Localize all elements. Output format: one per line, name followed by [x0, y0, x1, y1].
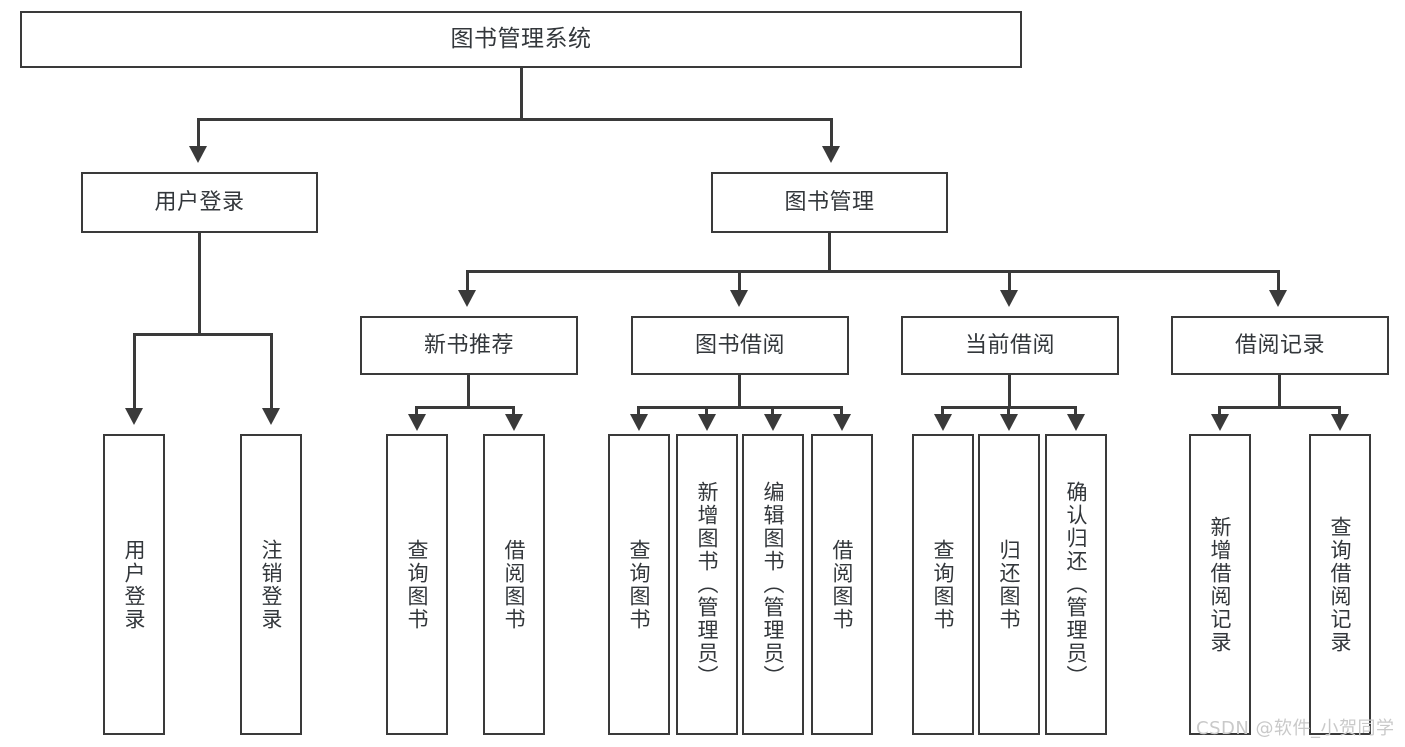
arrow-book-borrow-to-leaf-1: [698, 414, 716, 431]
leaf-book-borrow-1[interactable]: 新增图书（管理员）: [676, 434, 738, 735]
node-label: 新增借阅记录: [1208, 515, 1233, 654]
connector-borrow-record-to-leaf-0: [1218, 406, 1221, 418]
node-label: 用户登录: [154, 189, 245, 215]
connector-root-to-user-login: [197, 118, 200, 148]
arrow-book-borrow-to-leaf-0: [630, 414, 648, 431]
leaf-borrow-record-0[interactable]: 新增借阅记录: [1189, 434, 1251, 735]
connector-current-borrow-stem: [1008, 375, 1011, 409]
connector-root-stem: [520, 68, 523, 120]
node-label: 查询图书: [627, 538, 652, 631]
arrow-to-current-borrow: [1000, 290, 1018, 307]
node-label: 借阅记录: [1234, 332, 1325, 358]
node-label: 当前借阅: [964, 332, 1055, 358]
node-label: 用户登录: [122, 538, 147, 631]
node-label: 确认归还（管理员）: [1064, 481, 1089, 688]
leaf-user-login-1[interactable]: 注销登录: [240, 434, 302, 735]
arrow-book-borrow-to-leaf-3: [833, 414, 851, 431]
node-user-login[interactable]: 用户登录: [81, 172, 318, 233]
node-current-borrow[interactable]: 当前借阅: [901, 316, 1119, 375]
arrow-new-book-to-leaf-0: [408, 414, 426, 431]
arrow-user-login-to-leaf-1: [262, 408, 280, 425]
leaf-current-borrow-1[interactable]: 归还图书: [978, 434, 1040, 735]
node-label: 图书管理系统: [450, 25, 592, 52]
arrow-current-borrow-to-leaf-2: [1067, 414, 1085, 431]
arrow-borrow-record-to-leaf-1: [1331, 414, 1349, 431]
connector-to-book-borrow: [738, 270, 741, 292]
connector-borrow-record-to-leaf-1: [1338, 406, 1341, 418]
arrow-to-borrow-record: [1269, 290, 1287, 307]
leaf-new-book-recommend-1[interactable]: 借阅图书: [483, 434, 545, 735]
connector-borrow-record-stem: [1278, 375, 1281, 409]
node-label: 查询图书: [405, 538, 430, 631]
leaf-book-borrow-0[interactable]: 查询图书: [608, 434, 670, 735]
node-new-book-recommend[interactable]: 新书推荐: [360, 316, 578, 375]
arrow-user-login-to-leaf-0: [125, 408, 143, 425]
connector-root-bus: [197, 118, 833, 121]
node-label: 新增图书（管理员）: [695, 481, 720, 688]
connector-root-to-book-manage: [830, 118, 833, 148]
arrow-to-book-borrow: [730, 290, 748, 307]
connector-book-borrow-to-leaf-3: [840, 406, 843, 418]
connector-book-borrow-bus: [637, 406, 843, 409]
watermark-text: CSDN @软件_小贺同学: [1196, 718, 1395, 739]
arrow-root-to-book-manage: [822, 146, 840, 163]
node-label: 图书借阅: [694, 332, 785, 358]
node-book-management[interactable]: 图书管理: [711, 172, 948, 233]
connector-current-borrow-to-leaf-0: [941, 406, 944, 418]
connector-to-new-book: [466, 270, 469, 292]
arrow-new-book-to-leaf-1: [505, 414, 523, 431]
connector-book-borrow-stem: [738, 375, 741, 409]
node-label: 注销登录: [259, 538, 284, 631]
leaf-new-book-recommend-0[interactable]: 查询图书: [386, 434, 448, 735]
connector-book-borrow-to-leaf-0: [637, 406, 640, 418]
node-book-borrow[interactable]: 图书借阅: [631, 316, 849, 375]
connector-book-management-bus: [466, 270, 1280, 273]
connector-new-book-to-leaf-1: [512, 406, 515, 418]
leaf-book-borrow-3[interactable]: 借阅图书: [811, 434, 873, 735]
node-label: 新书推荐: [423, 332, 514, 358]
node-label: 归还图书: [997, 538, 1022, 631]
connector-to-current-borrow: [1008, 270, 1011, 292]
connector-book-management-stem: [828, 233, 831, 273]
connector-borrow-record-bus: [1218, 406, 1340, 409]
connector-to-borrow-record: [1277, 270, 1280, 292]
leaf-current-borrow-0[interactable]: 查询图书: [912, 434, 974, 735]
leaf-borrow-record-1[interactable]: 查询借阅记录: [1309, 434, 1371, 735]
arrow-borrow-record-to-leaf-0: [1211, 414, 1229, 431]
node-label: 借阅图书: [830, 538, 855, 631]
arrow-current-borrow-to-leaf-0: [934, 414, 952, 431]
connector-book-borrow-to-leaf-1: [705, 406, 708, 418]
connector-book-borrow-to-leaf-2: [771, 406, 774, 418]
arrow-to-new-book: [458, 290, 476, 307]
connector-user-login-to-leaf-1: [270, 333, 273, 410]
leaf-book-borrow-2[interactable]: 编辑图书（管理员）: [742, 434, 804, 735]
node-label: 图书管理: [784, 189, 875, 215]
node-label: 查询借阅记录: [1328, 515, 1353, 654]
arrow-current-borrow-to-leaf-1: [1000, 414, 1018, 431]
node-label: 借阅图书: [502, 538, 527, 631]
connector-current-borrow-to-leaf-2: [1074, 406, 1077, 418]
node-root-system[interactable]: 图书管理系统: [20, 11, 1022, 68]
node-label: 编辑图书（管理员）: [761, 481, 786, 688]
arrow-book-borrow-to-leaf-2: [764, 414, 782, 431]
connector-new-book-bus: [415, 406, 515, 409]
node-borrow-record[interactable]: 借阅记录: [1171, 316, 1389, 375]
connector-current-borrow-to-leaf-1: [1007, 406, 1010, 418]
connector-new-book-to-leaf-0: [415, 406, 418, 418]
connector-user-login-to-leaf-0: [133, 333, 136, 410]
connector-new-book-stem: [467, 375, 470, 409]
arrow-root-to-user-login: [189, 146, 207, 163]
connector-user-login-bus: [133, 333, 273, 336]
node-label: 查询图书: [931, 538, 956, 631]
leaf-user-login-0[interactable]: 用户登录: [103, 434, 165, 735]
connector-user-login-stem: [198, 233, 201, 335]
leaf-current-borrow-2[interactable]: 确认归还（管理员）: [1045, 434, 1107, 735]
